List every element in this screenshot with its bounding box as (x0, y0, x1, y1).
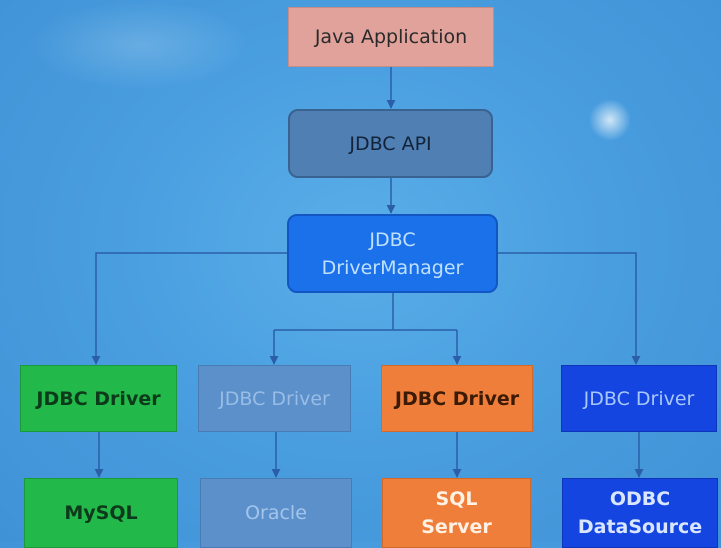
sqlserver-jdbc-driver-box: JDBC Driver (381, 365, 533, 432)
oracle-box: Oracle (200, 478, 352, 548)
mysql-box: MySQL (24, 478, 178, 548)
odbc-datasource-box: ODBC DataSource (562, 478, 718, 548)
odbc-jdbc-driver-box: JDBC Driver (561, 365, 717, 432)
mysql-jdbc-driver-box: JDBC Driver (20, 365, 177, 432)
light-glare (585, 100, 635, 140)
java-application-box: Java Application (288, 7, 494, 67)
driver-manager-box: JDBC DriverManager (287, 214, 498, 293)
sql-server-box: SQL Server (382, 478, 531, 548)
light-glare (30, 0, 250, 90)
arrow-manager-to-mysql-driver (91, 252, 287, 365)
jdbc-api-box: JDBC API (288, 109, 493, 178)
oracle-jdbc-driver-box: JDBC Driver (198, 365, 351, 432)
arrow-manager-to-odbc-driver (498, 252, 641, 365)
